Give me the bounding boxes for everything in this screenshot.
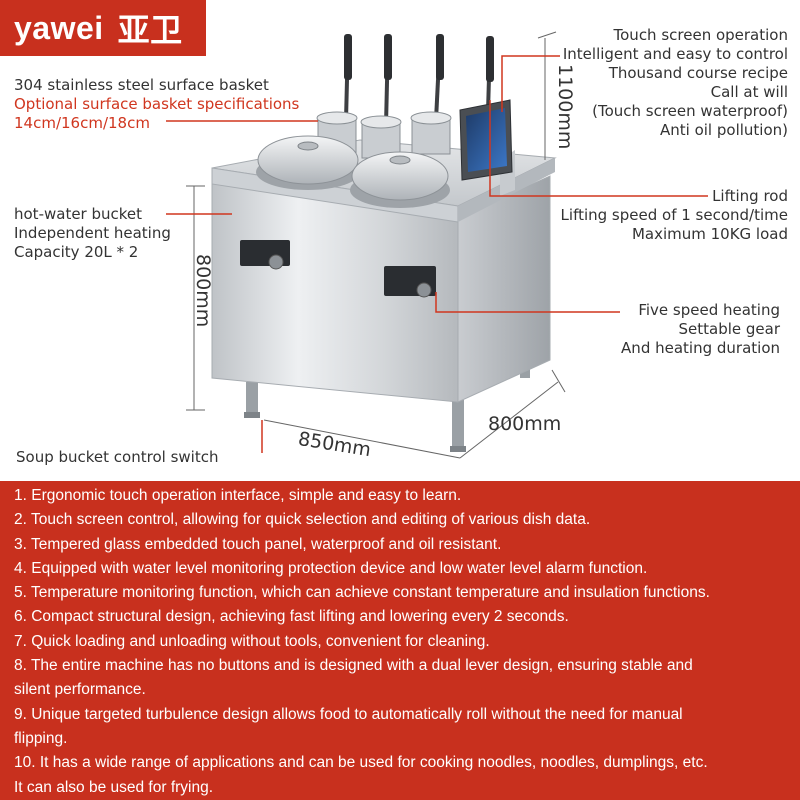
heating-callout: Five speed heating Settable gear And hea…	[621, 301, 780, 358]
basket-callout-line2: Optional surface basket specifications	[14, 95, 300, 113]
bucket-callout-line3: Capacity 20L * 2	[14, 243, 139, 261]
touch-callout-line5: (Touch screen waterproof)	[592, 102, 788, 120]
touch-callout-line3: Thousand course recipe	[608, 64, 788, 82]
feature-line: 4. Equipped with water level monitoring …	[14, 559, 648, 577]
feature-line: 10. It has a wide range of applications …	[14, 754, 708, 772]
touch-callout-line2: Intelligent and easy to control	[562, 45, 788, 63]
bucket-callout-line1: hot-water bucket	[14, 205, 143, 223]
feature-line: 7. Quick loading and unloading without t…	[14, 632, 490, 650]
lifting-callout-line3: Maximum 10KG load	[631, 225, 788, 243]
dimension-height-body: 800mm	[192, 254, 214, 328]
touch-screen-callout: Touch screen operation Intelligent and e…	[563, 26, 788, 140]
feature-line: 8. The entire machine has no buttons and…	[14, 657, 693, 675]
brand-chinese-name: 亚卫	[117, 12, 183, 48]
touch-screen-icon	[459, 99, 513, 181]
brand-name: yawei	[14, 9, 104, 46]
dimension-height-total: 1100mm	[554, 64, 576, 150]
lifting-callout-line1: Lifting rod	[712, 187, 788, 205]
cooker-machine-illustration	[166, 31, 708, 459]
touch-callout-line4: Call at will	[710, 83, 788, 101]
touch-callout-line6: Anti oil pollution)	[660, 121, 788, 139]
feature-line: 2. Touch screen control, allowing for qu…	[14, 511, 591, 529]
dimension-depth: 800mm	[488, 413, 562, 435]
feature-line: 9. Unique targeted turbulence design all…	[14, 705, 683, 723]
lifting-callout-line2: Lifting speed of 1 second/time	[560, 206, 788, 224]
feature-line: flipping.	[14, 729, 68, 747]
lifting-rod-callout: Lifting rod Lifting speed of 1 second/ti…	[561, 187, 788, 244]
heating-callout-line2: Settable gear	[678, 320, 781, 338]
feature-line: 1. Ergonomic touch operation interface, …	[14, 487, 462, 504]
knob-right	[416, 282, 432, 298]
heating-callout-line3: And heating duration	[621, 339, 780, 357]
feature-line: 6. Compact structural design, achieving …	[14, 608, 569, 626]
basket-callout-line3: 14cm/16cm/18cm	[14, 114, 150, 132]
heating-callout-line1: Five speed heating	[638, 301, 780, 319]
feature-line: 5. Temperature monitoring function, whic…	[14, 584, 710, 602]
feature-line: 3. Tempered glass embedded touch panel, …	[14, 535, 502, 553]
switch-callout: Soup bucket control switch	[16, 448, 219, 466]
feature-line: It can also be used for frying.	[14, 778, 214, 796]
pot-lids	[256, 135, 450, 208]
bucket-callout-line2: Independent heating	[14, 224, 171, 242]
knob-left	[268, 254, 284, 270]
leg-front-left	[246, 382, 258, 416]
leg-front-right	[452, 400, 464, 450]
brand-logo: yawei 亚卫	[0, 0, 206, 56]
features-panel: 1. Ergonomic touch operation interface, …	[0, 481, 800, 800]
bucket-callout: hot-water bucket Independent heating Cap…	[14, 205, 171, 262]
basket-callout: 304 stainless steel surface basket Optio…	[14, 76, 299, 133]
basket-callout-line1: 304 stainless steel surface basket	[14, 76, 269, 94]
feature-line: silent performance.	[14, 681, 146, 699]
touch-callout-line1: Touch screen operation	[613, 26, 788, 44]
